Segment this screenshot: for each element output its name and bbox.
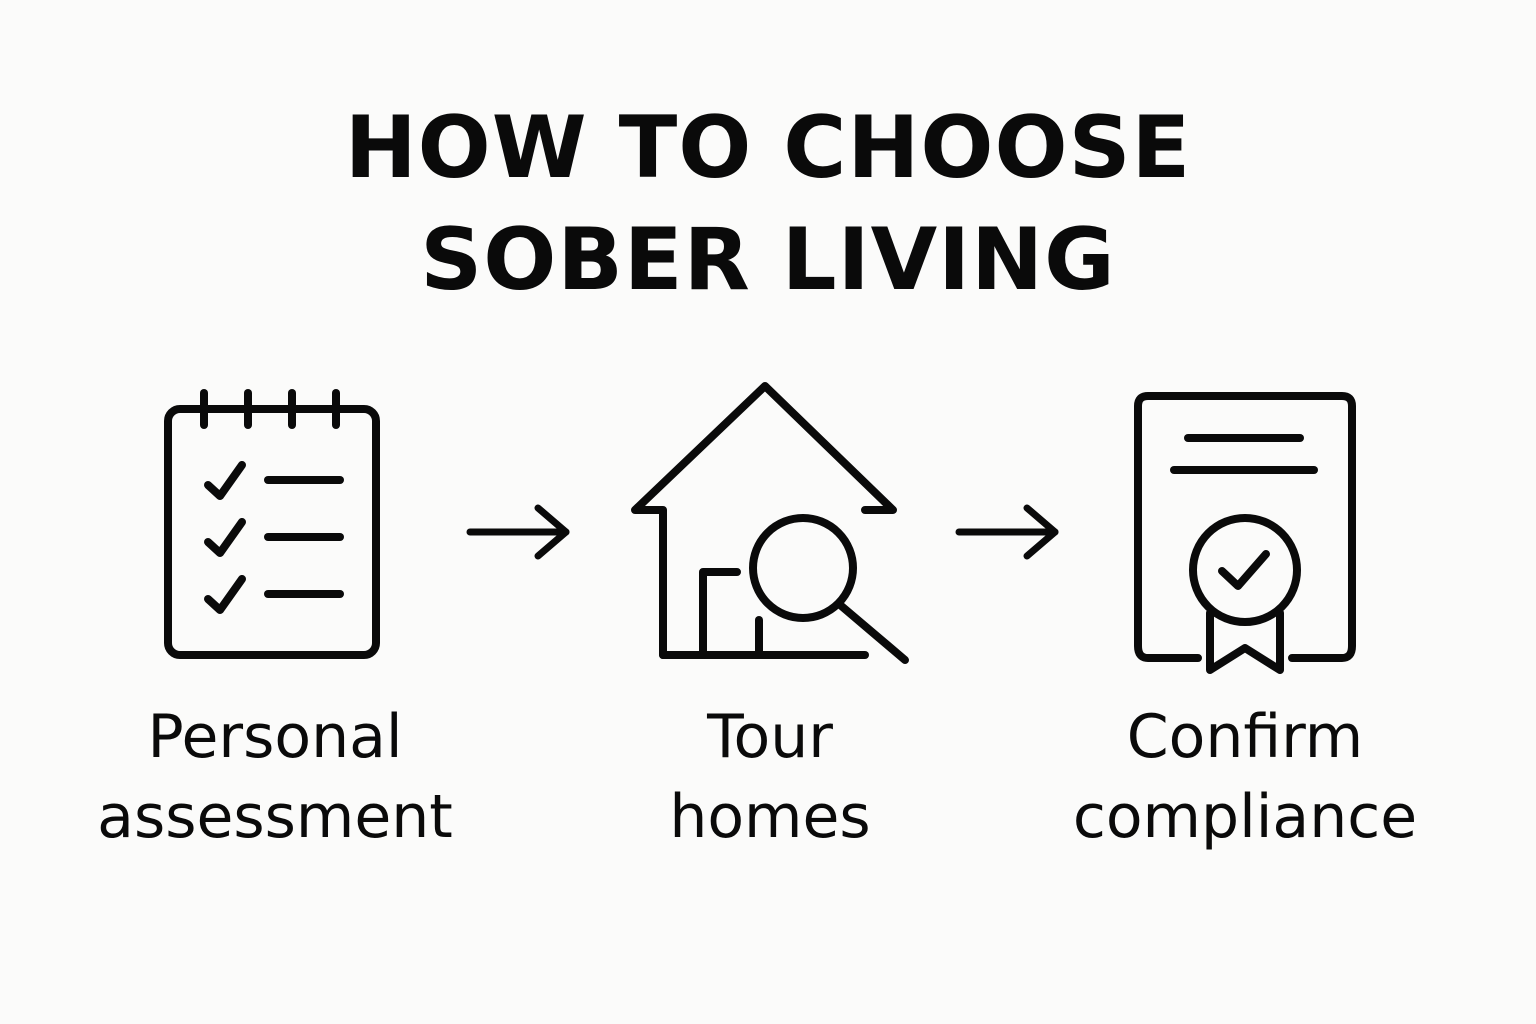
step-1-line-1: Personal [147, 702, 403, 772]
title-line-2: SOBER LIVING [420, 210, 1116, 310]
arrow-right-icon [466, 502, 576, 562]
step-3-line-1: Confirm [1126, 702, 1364, 772]
certificate-badge-icon [1130, 388, 1360, 688]
step-label-confirm-compliance: Confirm compliance [1015, 697, 1475, 857]
checklist-notepad-icon [160, 385, 390, 665]
step-2-line-1: Tour [707, 702, 833, 772]
step-1-line-2: assessment [97, 782, 453, 852]
step-label-tour-homes: Tour homes [560, 697, 980, 857]
step-3-line-2: compliance [1072, 782, 1418, 852]
house-magnifier-icon [625, 380, 915, 665]
title-line-1: HOW TO CHOOSE [344, 98, 1192, 198]
step-label-personal-assessment: Personal assessment [40, 697, 510, 857]
step-2-line-2: homes [669, 782, 871, 852]
page-title: HOW TO CHOOSE SOBER LIVING [0, 92, 1536, 316]
arrow-right-icon [955, 502, 1065, 562]
